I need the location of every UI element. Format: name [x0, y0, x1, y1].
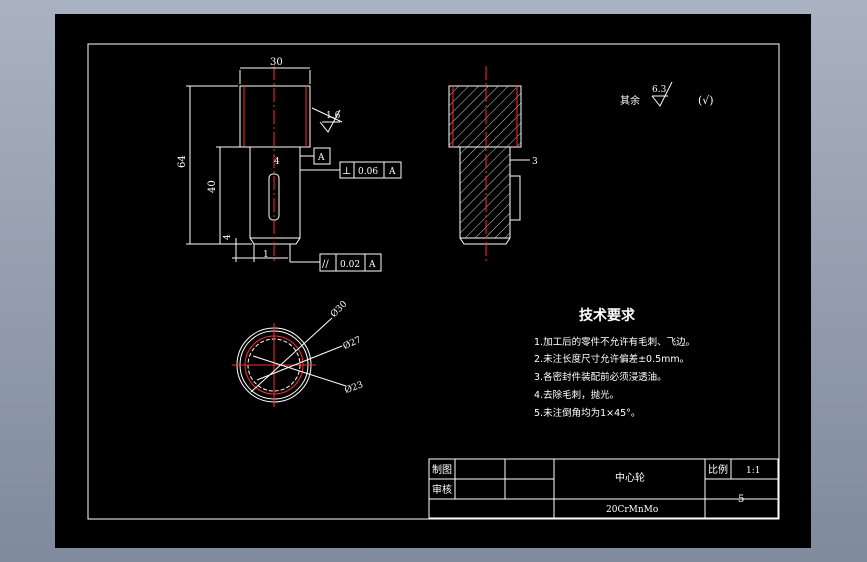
drawing-frame — [87, 43, 780, 520]
sheet-number: 5 — [738, 494, 744, 505]
dim-40-text: 40 — [207, 180, 218, 193]
dia-30-text: Ø30 — [328, 298, 349, 319]
dim-3-text: 3 — [532, 157, 538, 167]
other-roughness-label: 其余 — [620, 94, 640, 107]
check-label: 审核 — [432, 483, 452, 496]
dia-27-text: Ø27 — [341, 334, 363, 352]
part-name: 中心轮 — [615, 471, 645, 484]
dia-30-leader — [250, 317, 333, 393]
tech-item-2: 2.未注长度尺寸允许偏差±0.5mm。 — [534, 353, 689, 365]
scale-value: 1:1 — [746, 466, 760, 476]
perp-datum: A — [388, 167, 396, 177]
dim-1-text: 1 — [263, 250, 269, 260]
scale-label: 比例 — [708, 463, 728, 476]
tech-item-3: 3.各密封件装配前必须浸透油。 — [534, 371, 667, 383]
front-shank — [249, 147, 301, 245]
roughness-symbol-1 — [319, 109, 341, 133]
top-view: Ø30 Ø27 Ø23 — [232, 298, 365, 407]
roughness-1-6-text: 1.6 — [326, 111, 341, 121]
par-frame — [319, 253, 382, 272]
dia-23-text: Ø23 — [343, 379, 365, 396]
perp-symbol: ⊥ — [342, 166, 351, 177]
tech-requirements: 技术要求 1.加工后的零件不允许有毛刺、飞边。 2.未注长度尺寸允许偏差±0.5… — [534, 307, 695, 419]
dia-27-leader — [256, 345, 343, 381]
datum-a-box — [313, 147, 331, 165]
datum-a-text: A — [317, 153, 325, 163]
other-roughness-value: 6.3 — [652, 85, 667, 95]
tech-title: 技术要求 — [579, 307, 636, 324]
perp-frame — [339, 161, 402, 179]
roughness-symbol-other — [651, 81, 673, 107]
section-head-hatch — [449, 86, 521, 147]
section-shank-hatch — [460, 147, 510, 238]
material: 20CrMnMo — [606, 505, 658, 515]
par-value: 0.02 — [340, 260, 360, 270]
title-block-frame — [428, 458, 779, 519]
perp-value: 0.06 — [358, 167, 378, 177]
tech-item-1: 1.加工后的零件不允许有毛刺、飞边。 — [534, 336, 695, 348]
dim-4a-text: 4 — [223, 234, 233, 240]
other-roughness-check: (√) — [698, 94, 714, 107]
drawn-label: 制图 — [432, 463, 452, 476]
dim-4b-text: 4 — [274, 157, 280, 167]
roughness-leader — [311, 107, 343, 123]
other-roughness-note: 其余 6.3 (√) — [620, 81, 714, 107]
title-block: 制图 审核 中心轮 20CrMnMo 比例 1:1 5 — [428, 458, 779, 519]
section-view: 3 — [448, 66, 538, 264]
par-symbol: // — [322, 259, 329, 270]
front-view: 30 64 40 4 4 1 1.6 A ⊥ 0.06 A — [177, 57, 402, 272]
section-shank — [459, 147, 511, 245]
tech-item-4: 4.去除毛刺，抛光。 — [534, 389, 619, 401]
tech-item-5: 5.未注倒角均为1×45°。 — [534, 407, 640, 419]
dim-64-text: 64 — [177, 155, 188, 168]
dia-23-leader — [252, 355, 347, 387]
section-key — [509, 175, 521, 221]
dim-30-text: 30 — [270, 57, 283, 68]
front-head — [239, 85, 311, 148]
par-datum: A — [368, 260, 376, 270]
